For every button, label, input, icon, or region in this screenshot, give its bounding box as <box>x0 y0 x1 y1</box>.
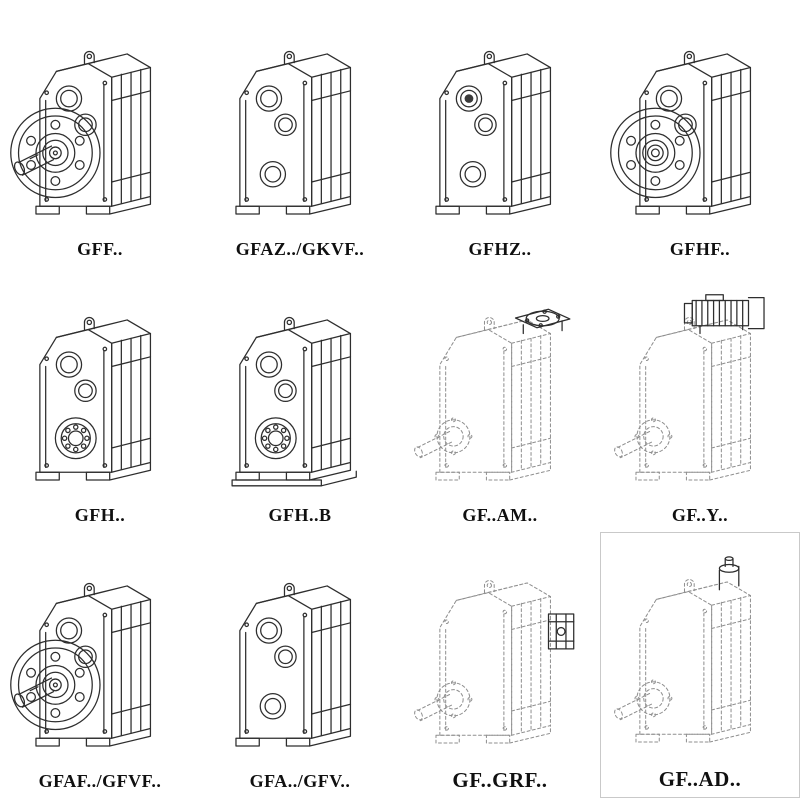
product-label: GFA../GFV.. <box>249 771 351 792</box>
gearbox-motor-drawing <box>603 292 797 506</box>
product-label: GFF.. <box>77 239 123 260</box>
product-cell: GFHZ.. <box>400 0 600 266</box>
gearbox-bracket-drawing <box>403 555 597 769</box>
product-cell: GFHF.. <box>600 0 800 266</box>
product-label: GF..AD.. <box>658 766 742 791</box>
gearbox-hollow-b-drawing <box>203 292 397 506</box>
product-cell: GFAF../GFVF.. <box>0 532 200 798</box>
product-label: GFH..B <box>268 505 332 526</box>
product-label: GF..GRF.. <box>452 767 548 792</box>
product-cell: GFH.. <box>0 266 200 532</box>
gearbox-flange-drawing <box>3 558 197 772</box>
product-cell: GFA../GFV.. <box>200 532 400 798</box>
gearbox-bore-drawing <box>203 558 397 772</box>
product-label: GF..AM.. <box>462 505 538 526</box>
product-cell: GF..GRF.. <box>400 532 600 798</box>
product-label: GFHZ.. <box>468 239 532 260</box>
product-label: GFHF.. <box>669 239 731 260</box>
product-cell: GF..Y.. <box>600 266 800 532</box>
product-cell: GFH..B <box>200 266 400 532</box>
gearbox-adapter-drawing <box>603 554 797 768</box>
gearbox-shaft-drawing <box>403 26 597 240</box>
product-cell: GF..AM.. <box>400 266 600 532</box>
gearbox-topflange-drawing <box>403 292 597 506</box>
gearbox-flange-drawing <box>3 26 197 240</box>
product-cell: GFAZ../GKVF.. <box>200 0 400 266</box>
product-label: GFH.. <box>74 505 126 526</box>
product-cell: GFF.. <box>0 0 200 266</box>
product-label: GFAF../GFVF.. <box>38 771 162 792</box>
gearbox-flange-hollow-drawing <box>603 26 797 240</box>
product-label: GF..Y.. <box>671 505 729 526</box>
product-cell: GF..AD.. <box>600 532 800 798</box>
gearbox-bore-drawing <box>203 26 397 240</box>
gearbox-hollow-drawing <box>3 292 197 506</box>
product-label: GFAZ../GKVF.. <box>235 239 365 260</box>
